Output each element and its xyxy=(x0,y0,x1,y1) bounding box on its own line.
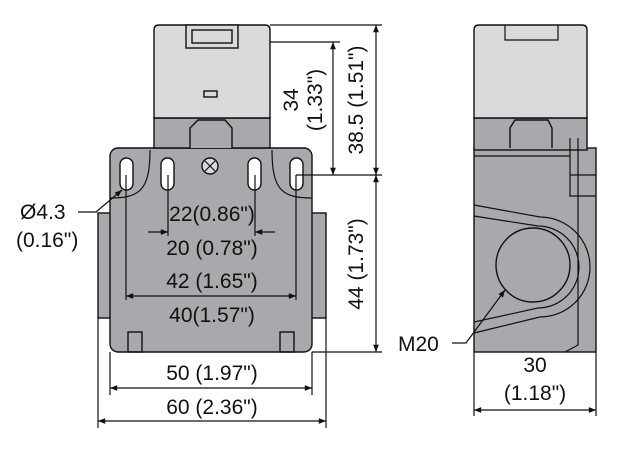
dim-44: 44 (1.73") xyxy=(345,218,368,310)
conduit-entry xyxy=(495,227,571,303)
hole-diameter: Ø4.3 xyxy=(20,201,66,224)
dim-20: 20 (0.78") xyxy=(166,237,258,260)
thread-label: M20 xyxy=(398,333,439,356)
mounting-slots xyxy=(119,157,304,191)
foot xyxy=(279,331,295,353)
foot xyxy=(127,331,143,353)
indicator-mark xyxy=(203,90,218,98)
side-actuator xyxy=(509,119,553,148)
dim-42: 42 (1.65") xyxy=(166,270,258,293)
dim-34-in: (1.33") xyxy=(304,69,327,131)
dim-22: 22(0.86") xyxy=(169,203,255,226)
side-head-top xyxy=(473,24,588,119)
dim-40: 40(1.57") xyxy=(169,304,255,327)
dim-50: 50 (1.97") xyxy=(166,362,258,385)
dim-30: 30 xyxy=(523,354,546,377)
front-view: 22(0.86") 20 (0.78") 42 (1.65") 40(1.57"… xyxy=(16,24,382,428)
key-window-inner xyxy=(191,29,233,44)
dim-38-5: 38.5 (1.51") xyxy=(345,45,368,154)
screw-icon xyxy=(201,157,219,175)
dim-30-in: (1.18") xyxy=(504,382,566,405)
dim-60: 60 (2.36") xyxy=(166,396,258,419)
head-top xyxy=(153,24,271,119)
plate-outline xyxy=(109,149,313,199)
dim-34: 34 xyxy=(280,88,303,112)
side-view: M20 30 (1.18") xyxy=(398,24,597,416)
actuator-slot xyxy=(189,119,233,148)
hole-diameter-in: (0.16") xyxy=(16,229,78,252)
